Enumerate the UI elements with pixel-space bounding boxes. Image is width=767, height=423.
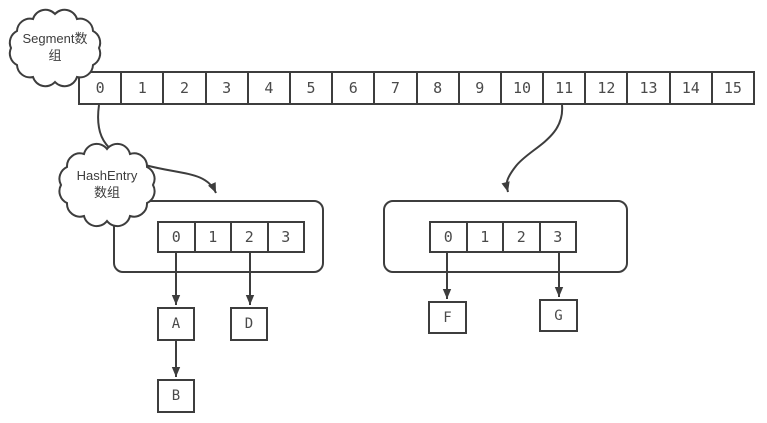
- segment-cloud-label-line2: 组: [48, 48, 62, 63]
- hashentry-array-right: 0 1 2 3: [429, 221, 577, 253]
- hashentry-array-left: 0 1 2 3: [157, 221, 305, 253]
- segment-cell-14: 14: [668, 73, 711, 103]
- right-bucket-cell-1: 1: [465, 223, 503, 251]
- left-bucket-cell-2: 2: [230, 223, 267, 251]
- segment-array: 0 1 2 3 4 5 6 7 8 9 10 11 12 13 14 15: [78, 71, 755, 105]
- node-d: D: [230, 307, 268, 341]
- right-bucket-cell-2: 2: [502, 223, 539, 251]
- hashentry-cloud-label: HashEntry 数组: [63, 167, 151, 201]
- segment-cell-2: 2: [162, 73, 204, 103]
- node-b: B: [157, 379, 195, 413]
- segment-cell-9: 9: [457, 73, 500, 103]
- segment-cell-13: 13: [626, 73, 668, 103]
- left-bucket-cell-1: 1: [193, 223, 231, 251]
- segment-cell-4: 4: [246, 73, 289, 103]
- segment-cell-15: 15: [710, 73, 753, 103]
- segment-cell-12: 12: [584, 73, 626, 103]
- segment-cell-0: 0: [95, 79, 105, 97]
- arrow-segment11-to-right-bucket: [501, 104, 564, 193]
- segment-cell-6: 6: [331, 73, 373, 103]
- left-bucket-cell-3: 3: [266, 223, 304, 251]
- segment-cell-3: 3: [204, 73, 247, 103]
- hashentry-cloud-label-line1: HashEntry: [76, 168, 138, 183]
- segment-cloud-label-line1: Segment数: [22, 31, 88, 46]
- hashentry-cloud-label-line2: 数组: [93, 185, 120, 200]
- segment-cell-1: 1: [120, 73, 162, 103]
- segment-cell-8: 8: [415, 73, 458, 103]
- right-bucket-cell-3: 3: [538, 223, 576, 251]
- segment-cloud-label: Segment数 组: [11, 30, 99, 64]
- node-g: G: [539, 299, 578, 332]
- segment-cell-7: 7: [373, 73, 415, 103]
- node-f: F: [428, 301, 467, 334]
- segment-cell-10: 10: [499, 73, 542, 103]
- right-bucket-cell-0: 0: [443, 228, 453, 246]
- node-a: A: [157, 307, 195, 341]
- segment-cell-11: 11: [542, 73, 584, 103]
- left-bucket-cell-0: 0: [171, 228, 181, 246]
- segment-cell-5: 5: [288, 73, 331, 103]
